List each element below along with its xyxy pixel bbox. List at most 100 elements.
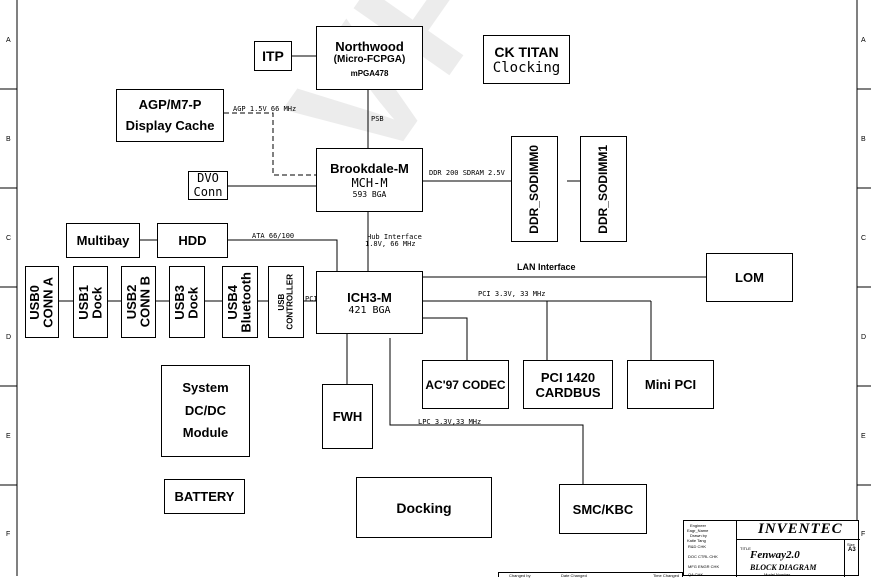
brookdale-name: Brookdale-M [330, 161, 409, 176]
hdd-label: HDD [178, 233, 207, 248]
northwood-name: Northwood [335, 38, 404, 54]
project-name: Fenway2.0 [750, 549, 800, 561]
pci-short-label: PCI [305, 295, 318, 303]
lpc-bus-label: LPC 3.3V,33 MHz [418, 418, 482, 426]
dvo-conn-block: DVO Conn [188, 171, 228, 200]
northwood-package: (Micro-FCPGA) [333, 53, 406, 65]
agp-bus-label: AGP 1.5V 66 MHz [233, 105, 297, 113]
ck-titan-function: Clocking [492, 59, 561, 76]
northwood-socket: mPGA478 [350, 68, 389, 78]
ck-titan-block: CK TITAN Clocking [483, 35, 570, 84]
revision-strip: Changed by Date Changed Time Changed [498, 572, 683, 578]
docking-label: Docking [396, 499, 452, 516]
tb-row: Drawn by [690, 533, 707, 538]
pci-bus-label: PCI 3.3V, 33 MHz [478, 290, 546, 298]
zone-letter: F [861, 531, 866, 538]
agp-name: AGP/M7-P [138, 96, 202, 112]
ddr-sodimm0-label: DDR_SODIMM0 [527, 144, 542, 234]
itp-block: ITP [254, 41, 292, 71]
hub-interface-speed: 1.8V, 66 MHz [365, 240, 416, 248]
battery-block: BATTERY [164, 479, 245, 514]
hub-interface-label: Hub Interface [367, 233, 422, 241]
ac97-codec-block: AC'97 CODEC [422, 360, 509, 409]
fwh-block: FWH [322, 384, 373, 449]
brookdale-type: MCH-M [351, 176, 388, 190]
system-dcdc-l1: System [182, 379, 229, 395]
ddr-sodimm1-block: DDR_SODIMM1 [580, 136, 627, 242]
zone-letter: A [6, 37, 11, 44]
tb-row: QA CHK [688, 572, 704, 577]
pci1420-name: PCI 1420 [540, 369, 596, 385]
title-caption: TITLE [740, 546, 751, 551]
ich3-name: ICH3-M [347, 289, 392, 305]
zone-letter: C [6, 235, 12, 242]
multibay-label: Multibay [76, 233, 130, 248]
ddr-sodimm1-label: DDR_SODIMM1 [596, 144, 611, 234]
sheet-size: A3 [848, 547, 856, 553]
zone-letter: C [861, 235, 867, 242]
company-name: INVENTEC [758, 521, 843, 537]
ddr-sodimm0-block: DDR_SODIMM0 [511, 136, 558, 242]
smc-kbc-block: SMC/KBC [559, 484, 647, 534]
dvo-name: DVO [197, 171, 219, 186]
tb-row: Engineer [690, 523, 707, 528]
system-dcdc-l3: Module [182, 425, 229, 441]
tb-row: R&D CHK [688, 544, 707, 549]
system-dcdc-l2: DC/DC [184, 402, 227, 418]
tb-row: MFG ENGR CHK [688, 564, 720, 569]
multibay-block: Multibay [66, 223, 140, 258]
ich3-m-block: ICH3-M 421 BGA [316, 271, 423, 334]
zone-letter: E [6, 433, 11, 440]
lom-label: LOM [735, 270, 764, 285]
tb-row: DOC CTRL CHK [688, 554, 718, 559]
battery-label: BATTERY [174, 489, 235, 504]
ddr-bus-label: DDR 200 SDRAM 2.5V [429, 169, 505, 177]
fwh-label: FWH [332, 409, 363, 424]
ich3-package: 421 BGA [348, 304, 391, 316]
ac97-label: AC'97 CODEC [425, 377, 506, 392]
ck-titan-name: CK TITAN [494, 43, 559, 60]
itp-label: ITP [262, 48, 284, 64]
mini-pci-label: Mini PCI [644, 377, 697, 392]
smc-kbc-label: SMC/KBC [572, 501, 634, 517]
zone-letter: B [861, 136, 866, 143]
zone-letter: D [6, 334, 12, 341]
document-title: BLOCK DIAGRAM [750, 563, 817, 572]
pci1420-function: CARDBUS [535, 384, 601, 400]
brookdale-mch-block: Brookdale-M MCH-M 593 BGA [316, 148, 423, 212]
tb-row: Eagr_Name [687, 528, 709, 533]
dvo-conn: Conn [193, 184, 223, 199]
docking-block: Docking [356, 477, 492, 538]
agp-cache: Display Cache [125, 117, 215, 133]
lan-interface-label: LAN Interface [517, 262, 576, 272]
zone-letter: F [6, 531, 11, 538]
tb-row: Katie Tang [687, 538, 706, 543]
ata-bus-label: ATA 66/100 [252, 232, 295, 240]
zone-letter: D [861, 334, 867, 341]
zone-letter: A [861, 37, 866, 44]
brookdale-package: 593 BGA [352, 190, 387, 199]
size-caption: Size [847, 542, 855, 547]
agp-display-block: AGP/M7-P Display Cache [116, 89, 224, 142]
title-block: Engineer Eagr_Name Drawn by Katie Tang R… [683, 520, 860, 577]
system-dcdc-block: System DC/DC Module [161, 365, 250, 457]
mini-pci-block: Mini PCI [627, 360, 714, 409]
pci1420-cardbus-block: PCI 1420 CARDBUS [523, 360, 613, 409]
zone-letter: B [6, 136, 11, 143]
northwood-cpu-block: Northwood (Micro-FCPGA) mPGA478 [316, 26, 423, 90]
psb-label: PSB [371, 115, 384, 123]
